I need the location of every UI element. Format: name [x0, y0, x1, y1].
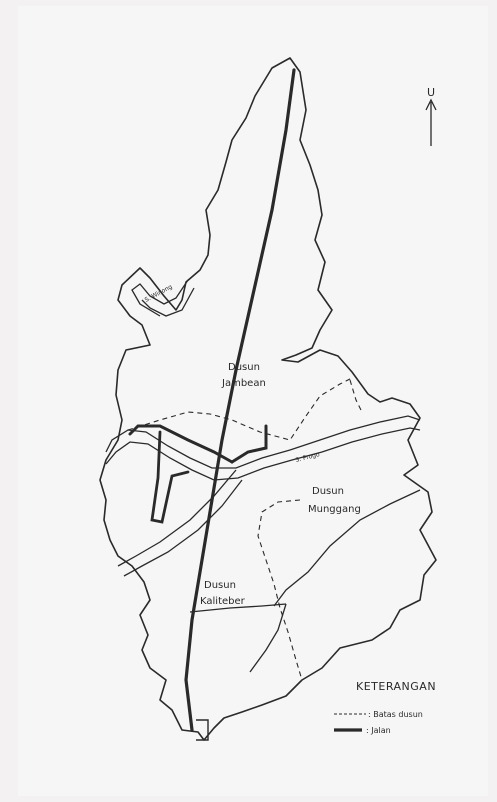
hamlet-munggang-title: Dusun — [312, 486, 344, 497]
road-branch-east — [230, 424, 268, 464]
legend-item-batas-dusun: : Batas dusun — [368, 710, 423, 719]
legend-item-jalan: : Jalan — [366, 726, 391, 735]
legend-title: KETERANGAN — [356, 680, 436, 693]
hamlet-kaliteber-title: Dusun — [204, 580, 236, 591]
hamlet-boundary-south — [257, 499, 303, 681]
village-boundary — [99, 57, 437, 741]
hamlet-jambean-title: Dusun — [228, 362, 260, 373]
boundary-line-1 — [273, 489, 421, 607]
river-progo-branch-1 — [117, 469, 237, 567]
hamlet-boundary-north — [127, 377, 353, 441]
north-arrow-icon — [425, 98, 437, 146]
legend: KETERANGAN : Batas dusun : Jalan — [334, 680, 436, 735]
river-progo-bank-2 — [105, 427, 421, 481]
road-loop — [150, 430, 190, 524]
road-south-end — [196, 719, 209, 741]
river-winong-bank-1 — [131, 279, 189, 317]
north-label: U — [427, 86, 435, 99]
main-road — [184, 68, 296, 732]
boundary-line-2 — [189, 603, 287, 613]
river-winong-bank-2 — [141, 287, 195, 317]
hamlet-boundary-east — [349, 379, 363, 413]
hamlet-kaliteber-name: Kaliteber — [200, 596, 246, 607]
paper-sheet — [18, 6, 488, 796]
boundary-line-3 — [249, 603, 287, 673]
river-progo-branch-2 — [123, 479, 243, 577]
hamlet-jambean-name: Jambean — [221, 378, 266, 389]
hamlet-munggang-name: Munggang — [308, 504, 361, 515]
